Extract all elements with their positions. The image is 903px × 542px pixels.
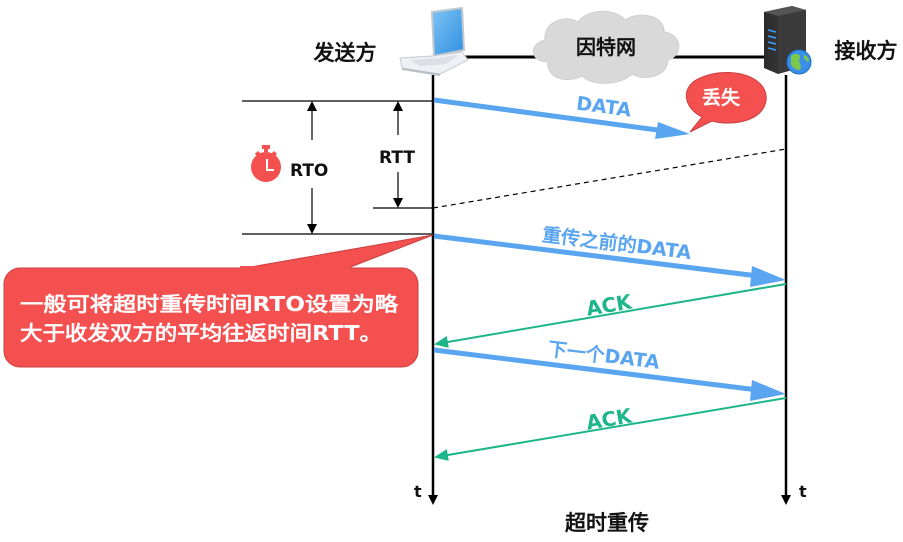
message-label-ack-1: ACK: [584, 289, 634, 320]
message-label-ack-2: ACK: [584, 403, 634, 434]
rtt-label: RTT: [379, 148, 415, 168]
message-label-data-lost: DATA: [575, 92, 633, 121]
receiver-time-label: t: [799, 482, 807, 501]
message-data-next: [433, 347, 786, 401]
callout-text-line1: 一般可将超时重传时间RTO设置为略: [20, 292, 399, 316]
laptop-icon: [399, 6, 469, 76]
cloud-icon: [532, 10, 680, 84]
sender-label: 发送方: [313, 41, 377, 65]
message-ack-2: [434, 397, 787, 461]
message-data-lost: [433, 97, 690, 139]
message-ack-1: [434, 283, 787, 348]
lost-packet-expected-path: [432, 148, 787, 209]
rto-label: RTO: [290, 161, 328, 181]
lost-bubble-text: 丢失: [702, 86, 741, 109]
callout-text-line2: 大于收发双方的平均往返时间RTT。: [20, 321, 382, 345]
message-data-retransmit: [433, 233, 786, 287]
diagram-title: 超时重传: [565, 511, 649, 535]
lost-bubble: [686, 72, 767, 133]
receiver-label: 接收方: [835, 39, 898, 63]
stopwatch-icon: [251, 145, 281, 182]
network-label: 因特网: [576, 35, 636, 59]
callout-box: [3, 234, 434, 368]
server-globe-icon: [764, 6, 812, 75]
sender-time-label: t: [414, 482, 422, 501]
